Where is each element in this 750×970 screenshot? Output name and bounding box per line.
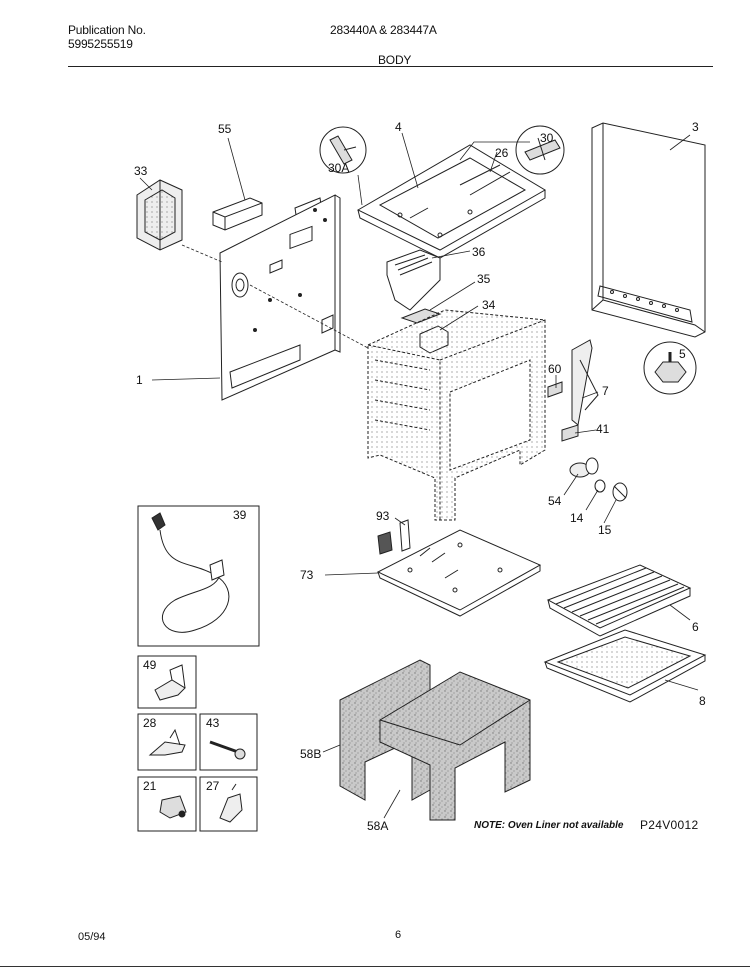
part-41-hinge-receiver	[561, 424, 579, 442]
footer-rule	[0, 966, 750, 967]
publication-number: 5995255519	[68, 37, 133, 51]
model-numbers: 283440A & 283447A	[330, 23, 437, 37]
callout-27: 27	[206, 779, 220, 793]
callout-60: 60	[548, 362, 562, 376]
callout-labels: 55 33 1 4 3 30A 26 30 36 35 34 5 60 7 41…	[134, 120, 706, 833]
part-36-vent-duct	[386, 249, 441, 311]
part-6-oven-rack	[546, 564, 692, 637]
callout-8: 8	[699, 694, 706, 708]
callout-5: 5	[679, 347, 686, 361]
callout-34: 34	[482, 298, 496, 312]
part-4-top-cover	[356, 144, 546, 259]
callout-36: 36	[472, 245, 486, 259]
part-30-clip-detail	[515, 125, 565, 175]
callout-58a: 58A	[367, 819, 388, 833]
footer-page-number: 6	[395, 929, 402, 941]
callout-73: 73	[300, 568, 314, 582]
callout-93: 93	[376, 509, 390, 523]
part-93-switch	[377, 519, 411, 555]
oven-body-frame	[367, 309, 546, 521]
callout-58b: 58B	[300, 747, 321, 761]
part-21-box	[137, 776, 197, 832]
part-30a-clip-detail	[319, 126, 367, 174]
callout-leader-lines	[139, 132, 699, 819]
callout-55: 55	[218, 122, 232, 136]
publication-label: Publication No.	[68, 23, 146, 37]
callout-15: 15	[598, 523, 612, 537]
callout-7: 7	[602, 384, 609, 398]
callout-4: 4	[395, 120, 402, 134]
part-1-back-panel	[219, 194, 341, 401]
part-3-side-panel	[591, 122, 706, 338]
callout-1: 1	[136, 373, 143, 387]
part-5-leveling-leg-detail	[643, 341, 697, 395]
part-60-spring	[547, 381, 563, 398]
figure-code: P24V0012	[640, 818, 699, 832]
callout-6: 6	[692, 620, 699, 634]
callout-3: 3	[692, 120, 699, 134]
callout-26: 26	[495, 146, 509, 160]
callout-54: 54	[548, 494, 562, 508]
part-27-box	[199, 776, 258, 832]
callout-41: 41	[596, 422, 610, 436]
part-14-light-lens-ring	[594, 479, 606, 493]
callout-30: 30	[540, 131, 554, 145]
part-33-bracket	[136, 179, 183, 251]
part-15-light-bulb	[612, 482, 628, 502]
part-58a-insulation-blanket	[379, 671, 531, 821]
callout-35: 35	[477, 272, 491, 286]
part-8-broiler-pan	[543, 629, 707, 703]
callout-33: 33	[134, 164, 148, 178]
part-54-light-socket	[569, 457, 599, 478]
part-43-box	[199, 713, 258, 771]
callout-30a: 30A	[328, 161, 349, 175]
callout-28: 28	[143, 716, 157, 730]
part-39-power-cord-box	[137, 505, 260, 647]
section-title: BODY	[378, 53, 412, 67]
footer-date: 05/94	[78, 931, 106, 943]
callout-14: 14	[570, 511, 584, 525]
part-28-box	[137, 713, 197, 771]
callout-21: 21	[143, 779, 157, 793]
oven-liner-note: NOTE: Oven Liner not available	[474, 820, 624, 831]
header-rule	[68, 66, 713, 67]
part-49-box	[137, 655, 197, 709]
callout-49: 49	[143, 658, 157, 672]
callout-43: 43	[206, 716, 220, 730]
part-7-hinge	[571, 339, 599, 426]
part-73-bottom-panel	[376, 529, 542, 617]
callout-39: 39	[233, 508, 247, 522]
